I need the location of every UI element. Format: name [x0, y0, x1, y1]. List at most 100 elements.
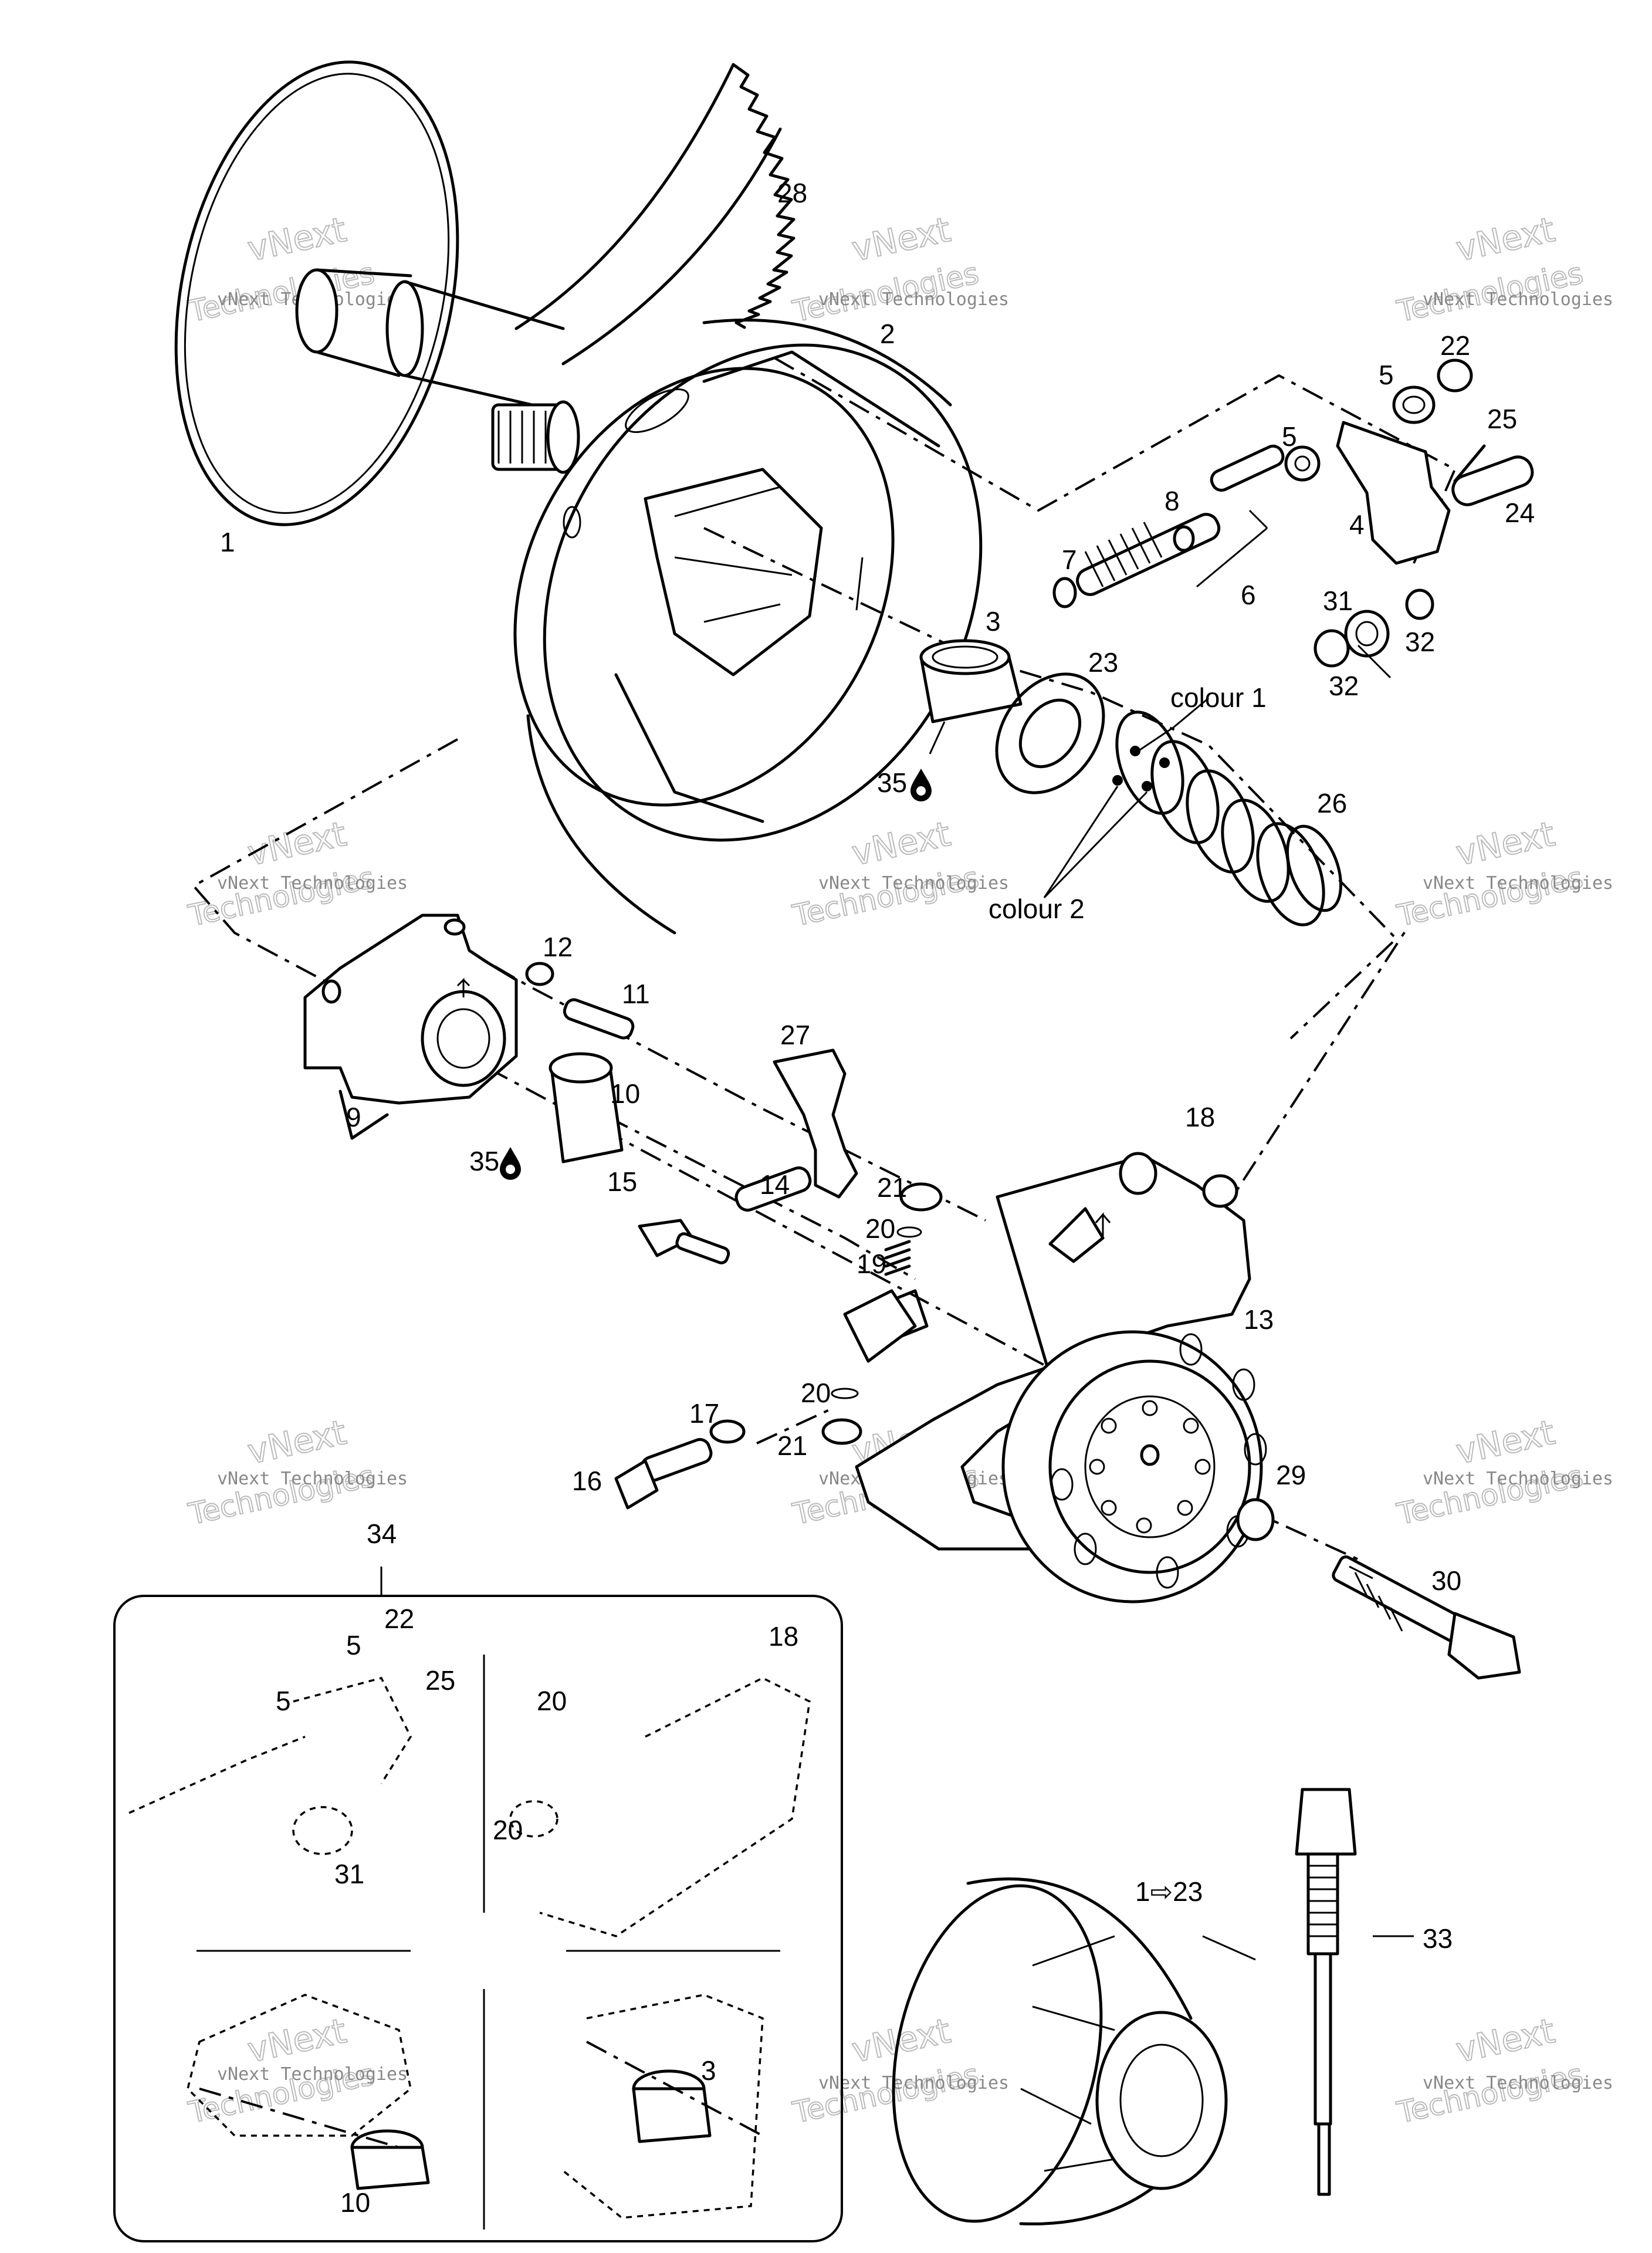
inset-box-34 — [113, 1567, 843, 2242]
callout-5: 5 — [1379, 360, 1394, 390]
callout-34: 34 — [367, 1518, 397, 1549]
drop-icon — [910, 769, 932, 801]
inset-callout-10: 10 — [340, 2187, 370, 2218]
svg-text:vNext: vNext — [244, 814, 350, 874]
callout-20: 20 — [865, 1213, 895, 1244]
inset-callout-31: 31 — [334, 1859, 364, 1889]
label-range-1-23: 1⇨23 — [1135, 1876, 1203, 1907]
callout-11: 11 — [622, 979, 650, 1009]
watermark: vNext Technologies — [185, 813, 378, 933]
inset-callout-20: 20 — [537, 1686, 567, 1716]
callout-1: 1 — [220, 527, 235, 557]
callout-29: 29 — [1276, 1460, 1306, 1490]
part-33-tool — [1295, 1788, 1357, 2196]
callout-19: 19 — [857, 1249, 886, 1279]
callout-30: 30 — [1431, 1565, 1461, 1596]
callout-20b: 20 — [801, 1378, 831, 1408]
part-2-movable-sheave — [513, 319, 983, 935]
part-3-bushing — [919, 639, 1023, 755]
callout-23: 23 — [1088, 647, 1118, 678]
callout-15: 15 — [607, 1166, 637, 1197]
callout-31: 31 — [1323, 586, 1353, 616]
part-23-spring-seat — [995, 672, 1105, 794]
inset-spider — [509, 1677, 811, 1937]
callout-35: 35 — [877, 767, 907, 798]
callout-33: 33 — [1423, 1923, 1453, 1954]
callout-10: 10 — [610, 1078, 640, 1109]
callout-16: 16 — [572, 1466, 602, 1496]
callout-28: 28 — [777, 178, 807, 208]
svg-text:vNext: vNext — [848, 2011, 954, 2071]
svg-text:vNext: vNext — [1453, 2011, 1558, 2071]
part-1-fixed-sheave — [174, 60, 580, 526]
inset-callout-3: 3 — [701, 2055, 716, 2086]
svg-text:vNext: vNext — [1453, 1412, 1558, 1472]
callout-2: 2 — [880, 319, 895, 349]
callout-26: 26 — [1317, 788, 1347, 818]
watermark: vNext Technologies — [1393, 209, 1586, 329]
inset-callout-25: 25 — [425, 1665, 455, 1696]
callout-7: 7 — [1062, 544, 1077, 575]
svg-text:vNext Technologies: vNext Technologies — [217, 1469, 408, 1489]
inset-callout-5: 5 — [276, 1686, 291, 1716]
lever-assembly — [1052, 358, 1534, 668]
label-colour-2: colour 2 — [989, 894, 1085, 924]
svg-text:vNext Technologies: vNext Technologies — [1423, 1469, 1613, 1489]
part-13-spider — [843, 1152, 1267, 1604]
part-26-spring — [1043, 697, 1343, 926]
callout-18: 18 — [1185, 1102, 1215, 1132]
svg-text:vNext Technologies: vNext Technologies — [818, 873, 1009, 894]
part-9-cam — [303, 914, 635, 1163]
callout-35b: 35 — [469, 1146, 499, 1176]
drop-icon — [500, 1147, 521, 1180]
callout-32b: 32 — [1329, 671, 1359, 701]
callout-22: 22 — [1440, 330, 1470, 361]
watermark: vNext Technologies — [1393, 2010, 1586, 2130]
callout-21: 21 — [877, 1172, 907, 1203]
weight-assembly — [638, 1048, 858, 1264]
callout-25: 25 — [1487, 404, 1517, 434]
watermark: vNext Technologies — [789, 2010, 982, 2130]
callout-12: 12 — [543, 932, 573, 962]
svg-text:vNext: vNext — [848, 209, 954, 269]
callout-4: 4 — [1349, 509, 1365, 540]
inset-lever — [128, 1676, 412, 1855]
label-colour-1: colour 1 — [1170, 682, 1267, 713]
callout-labels: 1 2 3 4 5 5 6 7 8 9 10 11 12 13 14 15 16… — [220, 178, 1535, 2218]
svg-text:Technologies: Technologies — [1394, 860, 1586, 933]
small-hardware — [614, 1174, 1521, 1680]
callout-21b: 21 — [777, 1430, 807, 1461]
callout-32: 32 — [1405, 627, 1435, 657]
leader-lines — [855, 557, 1414, 1961]
svg-text:vNext: vNext — [244, 2011, 350, 2071]
svg-text:Technologies: Technologies — [1394, 2057, 1586, 2130]
inset-sheave — [562, 1994, 764, 2219]
callout-14: 14 — [760, 1169, 790, 1200]
svg-text:vNext Technologies: vNext Technologies — [1423, 2073, 1613, 2093]
svg-text:vNext: vNext — [244, 209, 350, 269]
svg-text:vNext: vNext — [1453, 209, 1558, 269]
callout-8: 8 — [1164, 486, 1180, 516]
inset-callout-5b: 5 — [346, 1630, 361, 1660]
callout-5b: 5 — [1282, 421, 1297, 452]
svg-text:vNext Technologies: vNext Technologies — [818, 289, 1009, 310]
inset-callout-18: 18 — [769, 1621, 798, 1652]
inset-callout-22: 22 — [384, 1604, 414, 1634]
svg-text:vNext: vNext — [848, 814, 954, 874]
svg-text:Technologies: Technologies — [185, 860, 377, 933]
callout-17: 17 — [689, 1398, 719, 1429]
assembled-clutch — [892, 1877, 1228, 2225]
watermark: vNext Technologies — [1393, 813, 1586, 933]
svg-text:vNext Technologies: vNext Technologies — [1423, 289, 1613, 310]
svg-text:Technologies: Technologies — [790, 860, 981, 933]
watermark: vNext Technologies — [789, 813, 982, 933]
watermark: vNext Technologies — [789, 209, 982, 329]
svg-text:vNext: vNext — [244, 1412, 350, 1472]
callout-6: 6 — [1241, 580, 1256, 610]
svg-text:Technologies: Technologies — [790, 2057, 981, 2130]
callout-27: 27 — [780, 1020, 810, 1050]
inset-callout-20b: 20 — [493, 1815, 523, 1845]
part-28-belt — [514, 63, 795, 366]
